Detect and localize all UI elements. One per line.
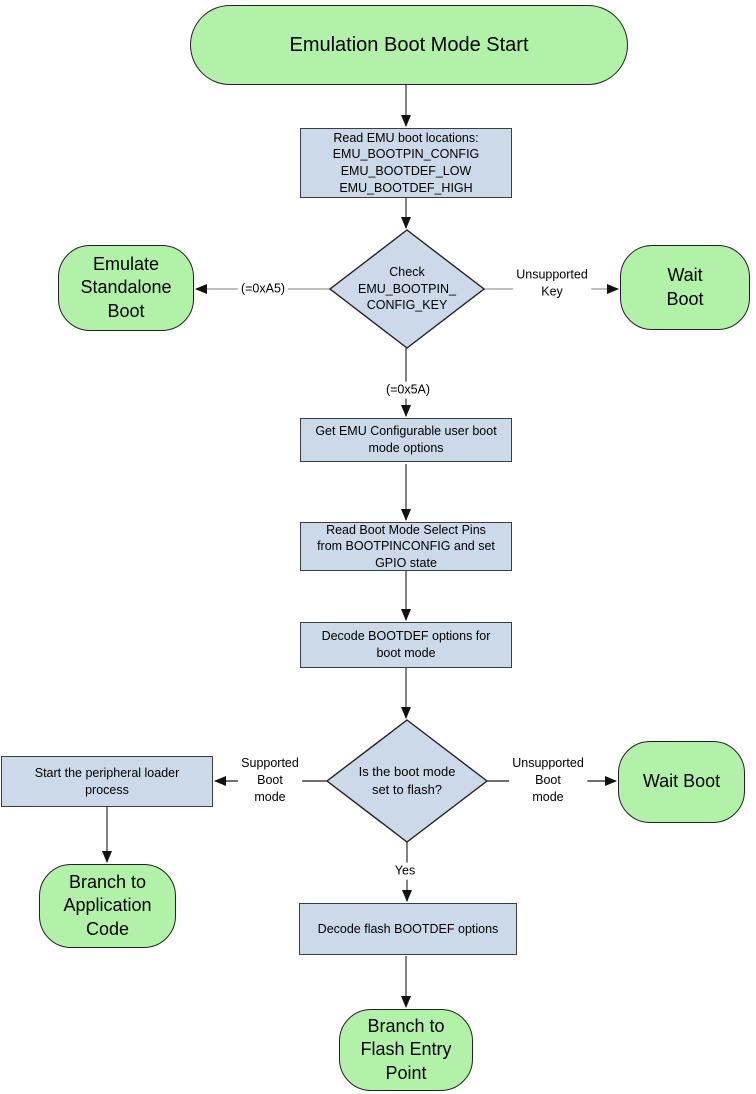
edge-label-supported-boot-mode: Supported Boot mode <box>238 754 302 806</box>
check-bootpin-key-label: Check EMU_BOOTPIN_ CONFIG_KEY <box>358 264 456 313</box>
edge-label-key-match-a5: (=0xA5) <box>237 280 289 298</box>
branch-flash-entry-label: Branch to Flash Entry Point <box>360 1015 452 1083</box>
read-boot-locations-process: Read EMU boot locations: EMU_BOOTPIN_CON… <box>300 128 512 198</box>
wait-boot-bottom-label: Wait Boot <box>642 771 721 792</box>
edge-label-unsupported-boot-mode: Unsupported Boot mode <box>509 754 587 806</box>
branch-application-terminal: Branch to Application Code <box>39 864 176 948</box>
wait-boot-top-label: Wait Boot <box>666 265 704 309</box>
decode-flash-bootdef-process: Decode flash BOOTDEF options <box>299 903 517 955</box>
start-label: Emulation Boot Mode Start <box>289 34 529 56</box>
edge-label-yes: Yes <box>391 862 419 880</box>
diamond-shape <box>327 720 487 842</box>
start-peripheral-loader-label: Start the peripheral loader process <box>34 765 180 797</box>
branch-flash-entry-terminal: Branch to Flash Entry Point <box>339 1009 473 1091</box>
read-select-pins-process: Read Boot Mode Select Pins from BOOTPINC… <box>300 522 512 571</box>
check-bootpin-key-decision: Check EMU_BOOTPIN_ CONFIG_KEY <box>330 230 484 348</box>
read-select-pins-label: Read Boot Mode Select Pins from BOOTPINC… <box>317 522 495 570</box>
flash-decision: Is the boot mode set to flash? <box>327 720 487 842</box>
decode-bootdef-process: Decode BOOTDEF options for boot mode <box>300 622 512 668</box>
read-boot-locations-label: Read EMU boot locations: EMU_BOOTPIN_CON… <box>332 130 480 195</box>
get-emu-options-label: Get EMU Configurable user boot mode opti… <box>315 424 497 455</box>
edge-label-key-match-5a: (=0x5A) <box>382 381 434 399</box>
emulate-standalone-terminal: Emulate Standalone Boot <box>58 245 194 331</box>
start-peripheral-loader-process: Start the peripheral loader process <box>1 756 213 807</box>
wait-boot-terminal-top: Wait Boot <box>620 245 750 330</box>
edge-label-unsupported-key: Unsupported Key <box>513 266 591 300</box>
decode-flash-bootdef-label: Decode flash BOOTDEF options <box>317 921 499 936</box>
diamond-shape <box>330 230 484 348</box>
emulate-standalone-label: Emulate Standalone Boot <box>80 253 172 321</box>
decode-bootdef-label: Decode BOOTDEF options for boot mode <box>321 629 491 660</box>
get-emu-options-process: Get EMU Configurable user boot mode opti… <box>300 418 512 462</box>
wait-boot-terminal-bottom: Wait Boot <box>618 741 745 823</box>
flash-decision-label: Is the boot mode set to flash? <box>358 764 456 797</box>
branch-application-label: Branch to Application Code <box>63 871 152 939</box>
start-terminal: Emulation Boot Mode Start <box>190 5 628 85</box>
